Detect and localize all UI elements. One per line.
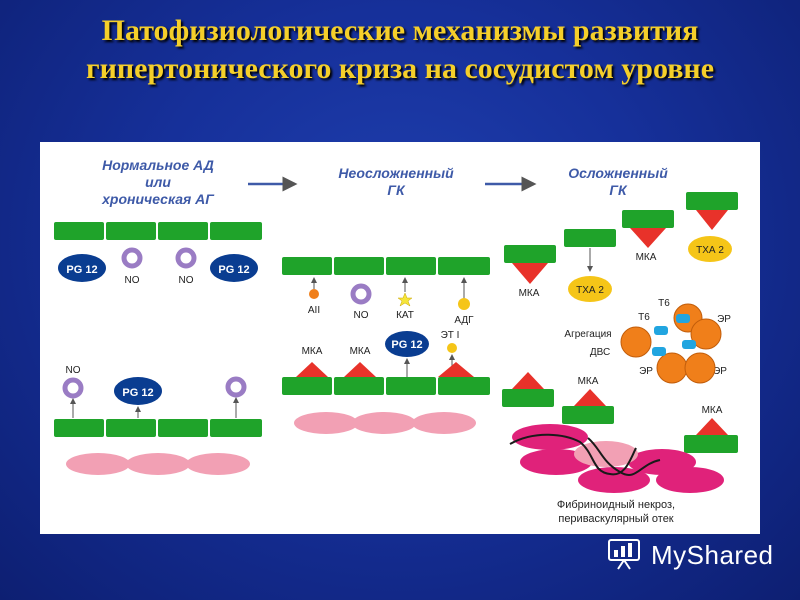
c3-aggregation: Т6 Т6 Агрегация ДВС ЭР ЭР ЭР <box>564 298 731 384</box>
txa2-label: ТХА 2 <box>696 245 724 256</box>
c2-erythrocytes <box>294 412 476 434</box>
fibrinoid-label-line1: Фибриноидный некроз, <box>557 499 675 511</box>
header-normal-line2: или <box>145 174 171 190</box>
mka-label: МКА <box>636 252 657 263</box>
txa2-oval <box>568 276 612 302</box>
diagram-svg: Нормальное АД или хроническая АГ Неослож… <box>54 157 738 525</box>
kat-star-icon <box>397 292 413 307</box>
header-normal-line1: Нормальное АД <box>102 157 214 173</box>
watermark-text: MyShared <box>651 540 774 570</box>
er-label: ЭР <box>713 366 727 377</box>
c2-top-endothelium <box>282 257 490 275</box>
t6-label: Т6 <box>658 298 670 309</box>
mka-label: МКА <box>519 288 540 299</box>
no-ring <box>175 247 197 269</box>
c1-bottom-mediators: NO PG 12 <box>62 365 247 418</box>
header-uncomplicated-line2: ГК <box>387 182 406 198</box>
pg12-label: PG 12 <box>218 264 249 276</box>
pg12-label: PG 12 <box>391 339 422 351</box>
c3-fibrinoid-necrosis: Фибриноидный некроз, периваскулярный оте… <box>509 424 724 525</box>
pg12-label: PG 12 <box>122 387 153 399</box>
c1-top-mediators: PG 12 NO NO PG 12 <box>58 247 258 286</box>
kat-label: КАТ <box>396 310 414 321</box>
adg-dot <box>458 298 470 310</box>
pg12-oval <box>210 254 258 282</box>
aii-dot <box>309 289 319 299</box>
no-label: NO <box>179 275 194 286</box>
pg12-oval <box>385 331 429 357</box>
mka-label: МКА <box>302 346 323 357</box>
aggregation-label: Агрегация <box>564 329 611 340</box>
pg12-oval <box>114 377 162 405</box>
no-ring <box>121 247 143 269</box>
diagram-panel: Нормальное АД или хроническая АГ Неослож… <box>40 142 760 534</box>
watermark: MyShared <box>607 536 787 576</box>
c1-top-endothelium <box>54 222 262 240</box>
c2-vasoconstrictors: AII NO КАТ АДГ <box>308 277 474 326</box>
no-ring <box>225 376 247 398</box>
mka-label: МКА <box>350 346 371 357</box>
c2-bottom-endothelium <box>282 362 490 395</box>
mka-label: МКА <box>578 376 599 387</box>
slide-title: Патофизиологические механизмы развития г… <box>85 14 715 85</box>
er-label: ЭР <box>639 366 653 377</box>
no-label: NO <box>354 310 369 321</box>
no-label: NO <box>125 275 140 286</box>
txa2-label: ТХА 2 <box>576 285 604 296</box>
mka-label: МКА <box>702 405 723 416</box>
c1-bottom-endothelium <box>54 419 262 437</box>
c3-endothelium-cells <box>502 192 738 453</box>
txa2-oval <box>688 236 732 262</box>
pg12-oval <box>58 254 106 282</box>
fibrinoid-label-line2: периваскулярный отек <box>558 513 673 525</box>
t6-label: Т6 <box>638 312 650 323</box>
er-label: ЭР <box>717 314 731 325</box>
no-ring <box>62 377 84 399</box>
et1-label: ЭТ I <box>441 330 460 341</box>
aii-label: AII <box>308 305 320 316</box>
adg-label: АДГ <box>454 315 474 326</box>
c3-mediators: МКА ТХА 2 МКА ТХА 2 МКА МКА <box>519 236 732 416</box>
c2-bottom-mediators: МКА МКА PG 12 ЭТ I <box>302 330 460 377</box>
header-uncomplicated-line1: Неосложненный <box>338 165 454 181</box>
pg12-label: PG 12 <box>66 264 97 276</box>
presentation-icon <box>608 539 640 570</box>
dvs-label: ДВС <box>590 347 610 358</box>
et1-dot <box>447 343 457 353</box>
header-complicated: Осложненный ГК <box>568 165 668 198</box>
no-label: NO <box>66 365 81 376</box>
header-normal: Нормальное АД или хроническая АГ <box>101 157 215 207</box>
c1-erythrocytes <box>66 453 250 475</box>
header-uncomplicated: Неосложненный ГК <box>338 165 454 198</box>
no-ring <box>350 283 372 305</box>
header-normal-line3: хроническая АГ <box>101 191 215 207</box>
header-complicated-line2: ГК <box>609 182 628 198</box>
header-complicated-line1: Осложненный <box>568 165 668 181</box>
